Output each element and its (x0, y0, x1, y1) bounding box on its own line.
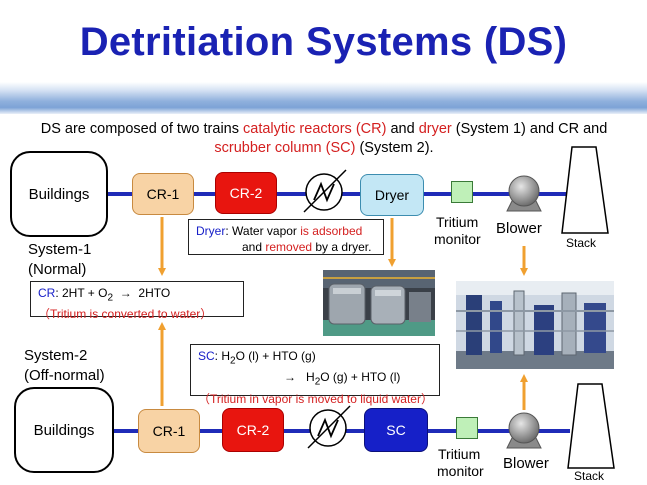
dryer-note-label: Dryer (196, 224, 226, 238)
scrubber-photo (456, 281, 614, 369)
dryer-photo (323, 270, 435, 336)
system1-tritium-monitor-box (451, 181, 473, 203)
system2-mode: (Off-normal) (24, 367, 105, 384)
system1-dryer: Dryer (360, 174, 424, 216)
system2-heat-exchanger-icon (307, 405, 351, 449)
system2-monitor-label-2: monitor (437, 463, 484, 479)
system1-stack-label: Stack (566, 236, 597, 250)
sc-note-sub-1: 2 (230, 355, 236, 367)
system1-heat-exchanger-icon (303, 169, 347, 213)
system1-buildings: Buildings (10, 151, 108, 237)
cr-note-text-2: 2HTO (138, 286, 171, 300)
sc-note-text-4: O (g) + HTO (l) (320, 370, 401, 385)
page-title: Detritiation Systems (DS) (79, 20, 568, 64)
cr-note-arrow: → (119, 286, 132, 300)
sc-note-label: SC (198, 349, 215, 363)
sc-note-text-3: H (306, 370, 315, 385)
intro-scrubber-column: scrubber column (SC) (214, 140, 356, 156)
intro-part-2: and (386, 121, 419, 137)
sc-note-text-2: O (l) + HTO (g) (235, 349, 316, 363)
sc-note-red-line: （Tritium in vapor is moved to liquid wat… (198, 391, 433, 406)
system2-cr2: CR-2 (222, 408, 284, 452)
system1-name: System-1 (28, 241, 92, 258)
dryer-note-text-3: by a dryer. (312, 240, 372, 254)
system2-stack-label: Stack (574, 469, 605, 483)
cr-note: CR: 2HT + O2 → 2HTO （Tritium is converte… (30, 281, 244, 321)
cr-note-label: CR (38, 286, 56, 300)
system2-tritium-monitor-box (456, 417, 478, 439)
system1-cr1: CR-1 (132, 173, 194, 215)
system2-sc: SC (364, 408, 428, 452)
intro-part-1: DS are composed of two trains (40, 121, 244, 137)
intro-text: DS are composed of two trains catalytic … (14, 120, 634, 158)
dryer-note-adsorbed: is adsorbed (300, 224, 363, 238)
system1-monitor-label-1: Tritium (436, 214, 479, 230)
system2-name: System-2 (24, 347, 88, 364)
sc-note-text-1: : H (214, 349, 231, 363)
system1-cr2: CR-2 (215, 172, 277, 214)
system1-monitor-label-2: monitor (434, 231, 481, 247)
system2-buildings: Buildings (14, 387, 114, 473)
sc-note-sub-2: 2 (314, 376, 321, 388)
sc-note-arrow: → (284, 370, 296, 385)
system2-stack-icon (567, 383, 615, 469)
dryer-note: Dryer: Water vapor is adsorbed and remov… (188, 219, 384, 255)
sc-note: SC: H2O (l) + HTO (g) → H2O (g) + HTO (l… (190, 344, 440, 406)
title-band (0, 82, 647, 114)
system1-stack-icon (561, 146, 609, 234)
intro-part-3: (System 1) and CR and (451, 121, 608, 137)
system1-blower-label: Blower (496, 220, 542, 237)
cr-note-red-line: （Tritium is converted to water） (38, 307, 213, 322)
dryer-note-text-2: and (242, 240, 266, 254)
dryer-note-removed: removed (265, 240, 313, 254)
system1-blower-icon (506, 175, 542, 212)
system2-blower-icon (506, 412, 542, 449)
dryer-note-text-1: : Water vapor (225, 224, 301, 238)
cr-note-text-1: : 2HT + O (55, 286, 108, 300)
system1-mode: (Normal) (28, 261, 87, 278)
system2-cr1: CR-1 (138, 409, 200, 453)
intro-part-4: (System 2). (355, 140, 434, 156)
intro-dryer: dryer (418, 121, 452, 137)
intro-catalytic-reactors: catalytic reactors (CR) (243, 121, 387, 137)
system2-monitor-label-1: Tritium (438, 446, 481, 462)
cr-note-sub: 2 (107, 292, 114, 304)
system2-blower-label: Blower (503, 455, 549, 472)
